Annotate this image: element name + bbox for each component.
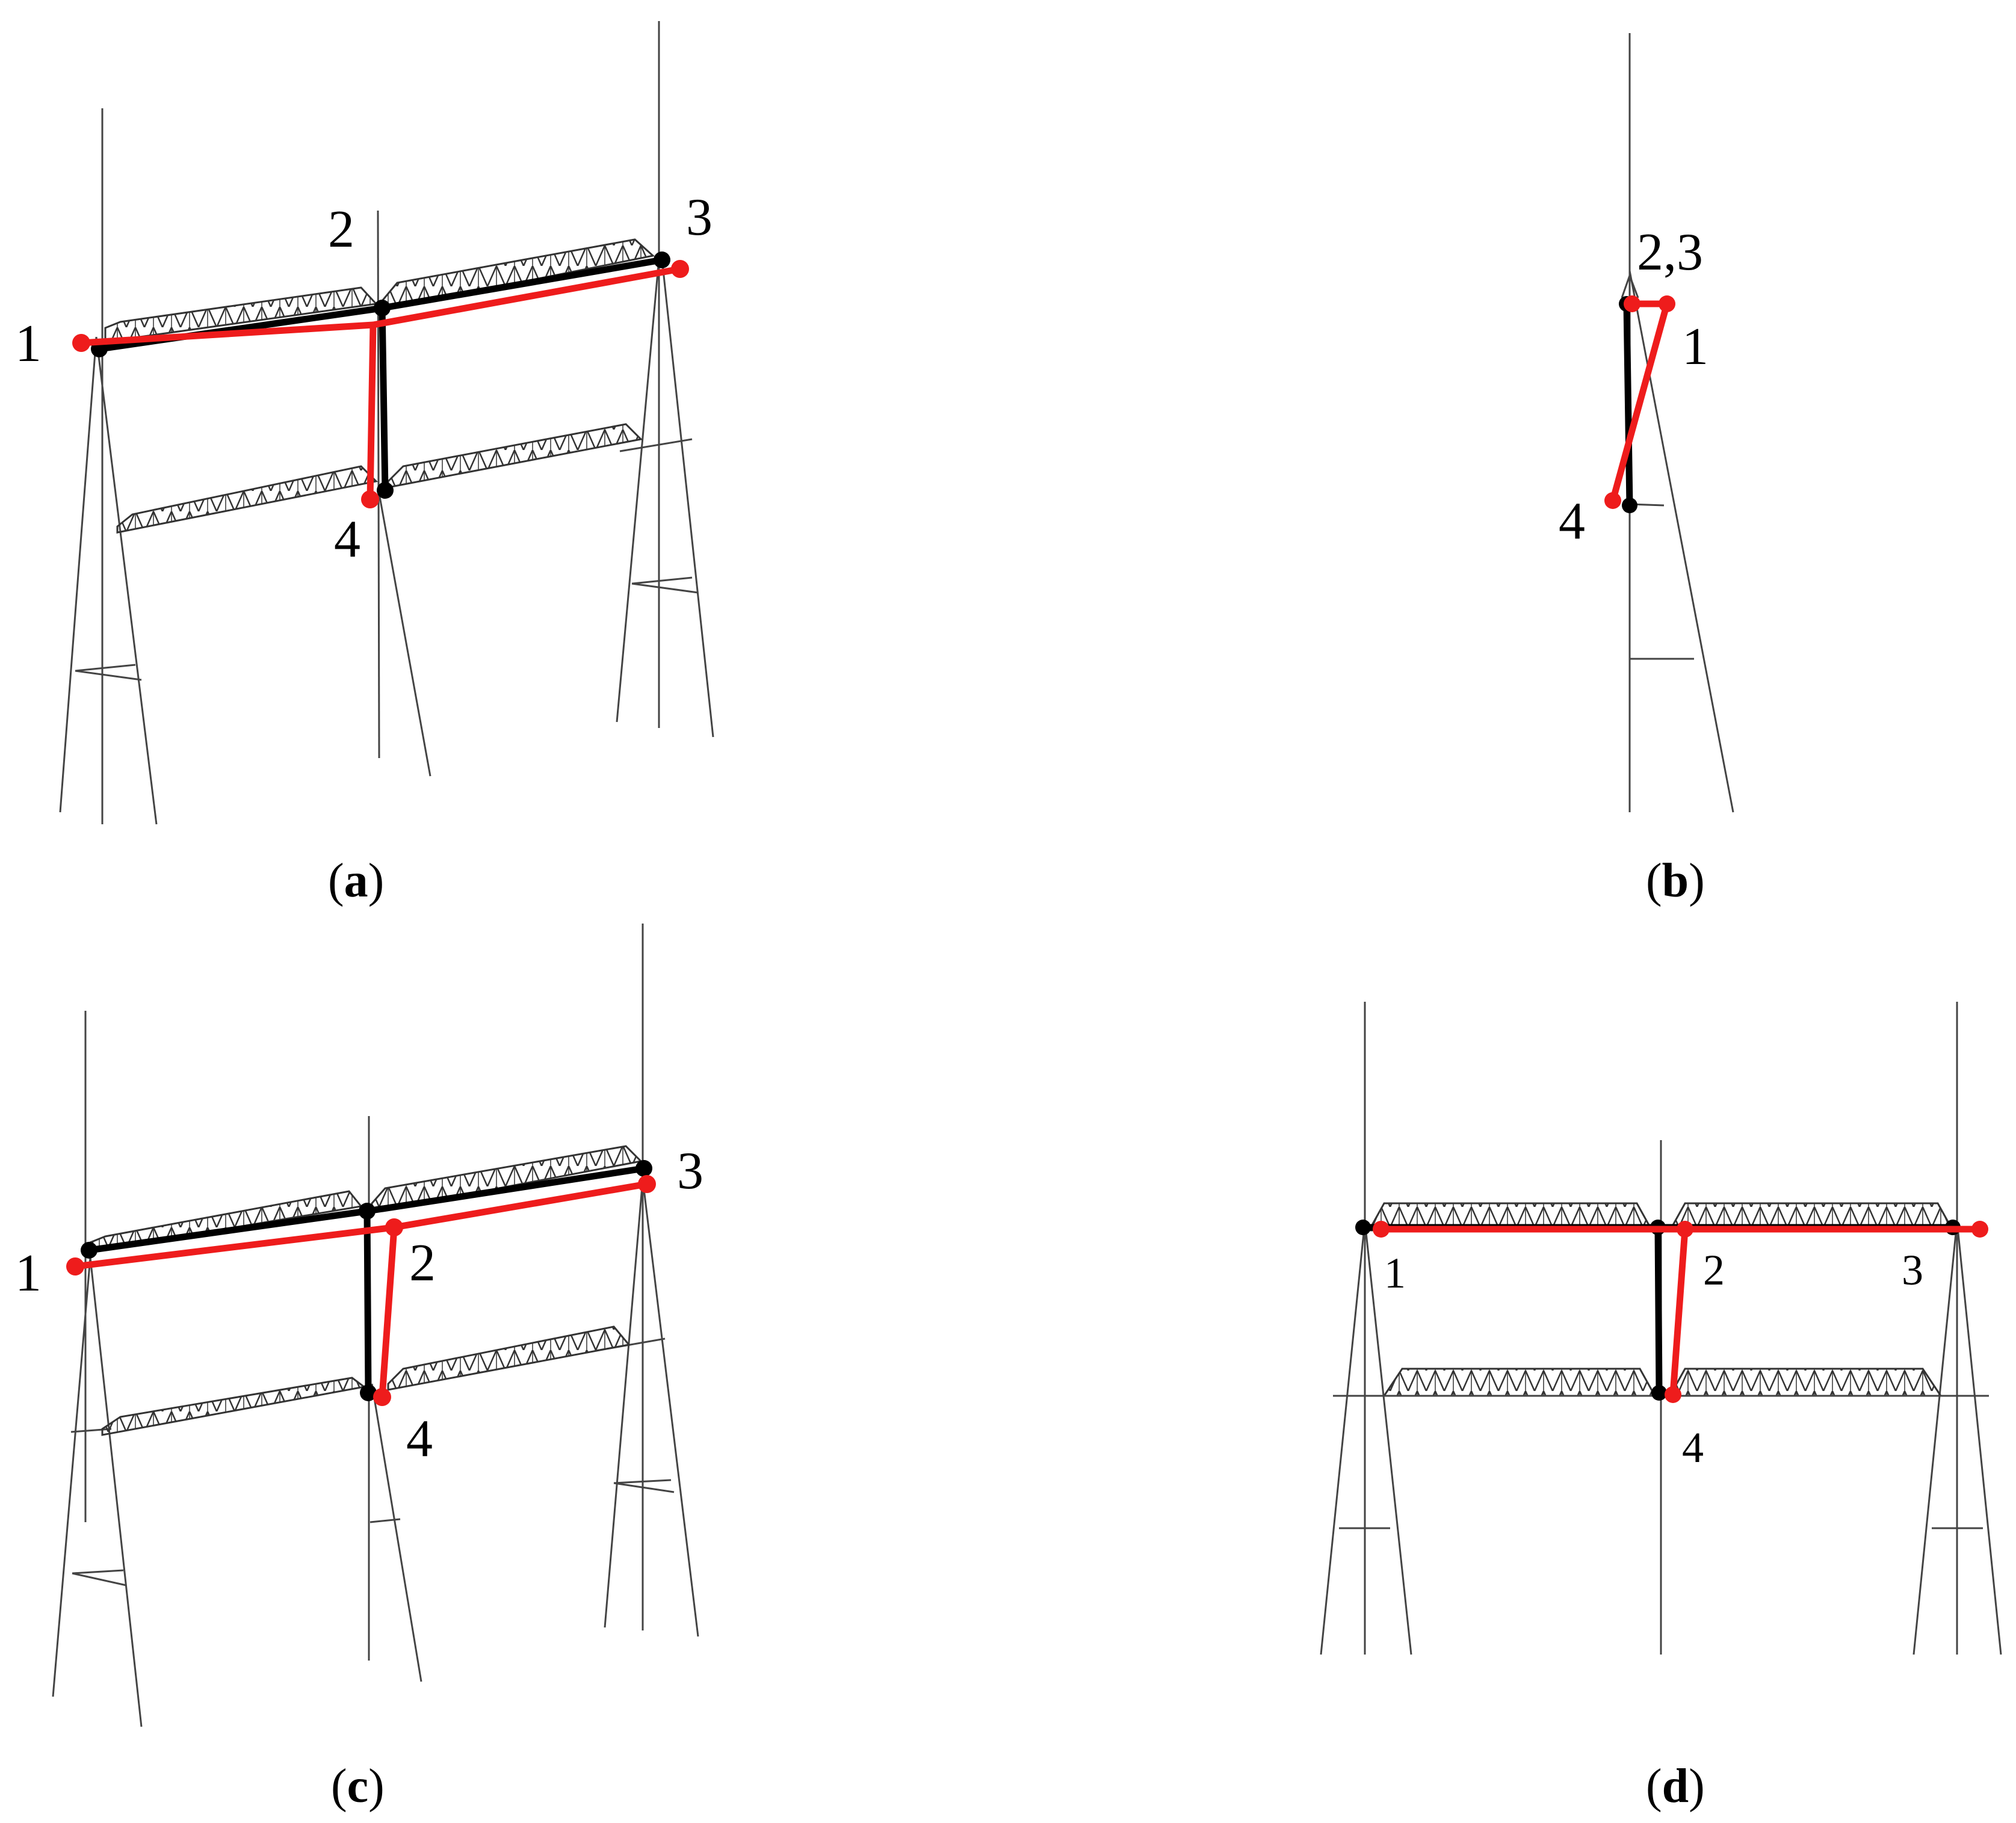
panel-c-original-nodes bbox=[81, 1160, 652, 1401]
panel-b-tower bbox=[1621, 33, 1734, 813]
panel-c-original-shape bbox=[85, 1165, 648, 1396]
panel-b: 2,3 1 4 (b) bbox=[1559, 33, 1734, 907]
panel-b-caption: (b) bbox=[1646, 854, 1705, 907]
panel-d-deformed-nodes bbox=[1373, 1221, 1988, 1403]
panel-a-original-nodes bbox=[91, 251, 670, 499]
panel-d-node-label-4: 4 bbox=[1682, 1424, 1704, 1472]
panel-d-node-label-1: 1 bbox=[1384, 1249, 1406, 1297]
panel-c-node-label-1: 1 bbox=[15, 1244, 42, 1303]
panel-d: 1 2 3 4 (d) bbox=[1320, 1002, 2002, 1813]
panel-c-node-label-4: 4 bbox=[406, 1410, 433, 1468]
panel-d-caption: (d) bbox=[1646, 1760, 1705, 1813]
panel-a-deformed-shape bbox=[78, 265, 684, 503]
panel-b-deformed-nodes bbox=[1604, 295, 1675, 509]
panel-a-caption-letter: a bbox=[344, 854, 368, 907]
panel-c-deformed-shape bbox=[72, 1180, 651, 1401]
panel-a-node-label-1: 1 bbox=[15, 315, 42, 373]
panel-d-node-label-3: 3 bbox=[1902, 1246, 1923, 1294]
panel-b-node-label-4: 4 bbox=[1559, 492, 1585, 551]
panel-c-lower-truss bbox=[101, 1325, 631, 1436]
panel-a-original-shape bbox=[96, 256, 666, 494]
panel-a-node-label-2: 2 bbox=[328, 200, 354, 259]
panel-b-node-label-1: 1 bbox=[1682, 318, 1708, 376]
panel-b-deformed-shape bbox=[1609, 300, 1671, 504]
panel-c-deformed-nodes bbox=[66, 1175, 656, 1406]
panel-d-lower-truss bbox=[1333, 1368, 1989, 1397]
panel-a-deformed-nodes bbox=[72, 260, 689, 508]
panel-c-caption-letter: c bbox=[347, 1760, 369, 1813]
panel-a-caption: (a) bbox=[328, 854, 384, 907]
panel-c-towers bbox=[52, 924, 699, 1727]
panel-d-caption-letter: d bbox=[1662, 1760, 1689, 1813]
panel-c-node-label-2: 2 bbox=[409, 1234, 436, 1292]
panel-c-caption: (c) bbox=[331, 1760, 385, 1813]
panel-a: 1 2 3 4 (a) bbox=[15, 21, 714, 907]
panel-a-lower-truss bbox=[116, 423, 643, 534]
panel-c-node-label-3: 3 bbox=[677, 1142, 703, 1200]
panel-c: 1 2 3 4 (c) bbox=[15, 924, 703, 1813]
panel-b-caption-letter: b bbox=[1662, 854, 1689, 907]
panel-b-node-label-23: 2,3 bbox=[1637, 223, 1703, 282]
panel-a-node-label-3: 3 bbox=[686, 188, 713, 247]
panel-d-node-label-2: 2 bbox=[1703, 1246, 1725, 1294]
panel-a-node-label-4: 4 bbox=[334, 510, 360, 569]
